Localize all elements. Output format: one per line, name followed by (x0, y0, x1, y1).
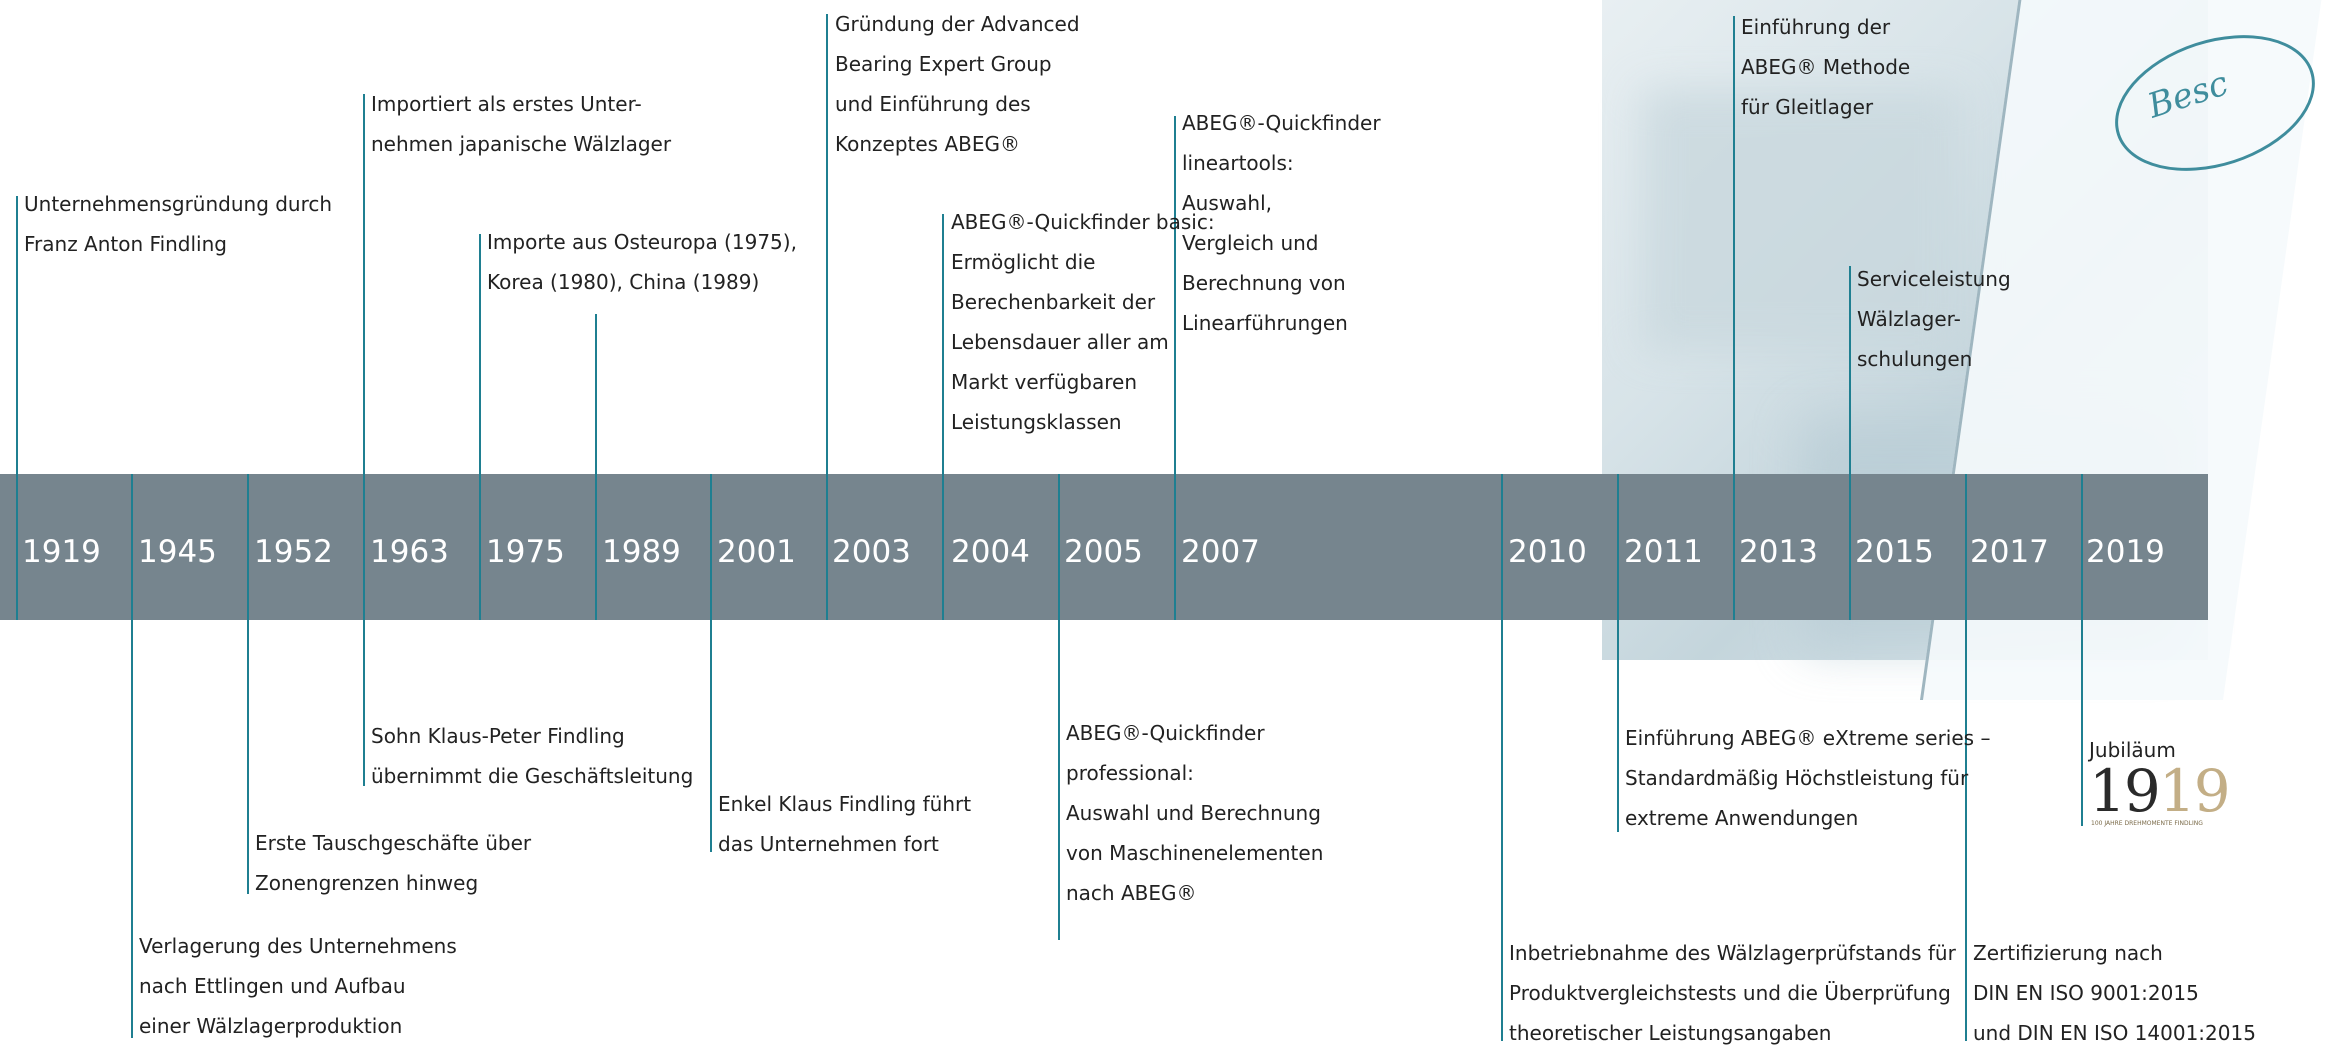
event-1945: Verlagerung des Unternehmens nach Ettlin… (139, 934, 457, 1038)
event-2001: Enkel Klaus Findling führt das Unternehm… (718, 792, 972, 856)
event-2004: ABEG®-Quickfinder basic: Ermöglicht die … (951, 210, 1215, 434)
event-2019: Jubiläum (2089, 738, 2176, 762)
timeline-band (0, 474, 2208, 620)
connector-1945 (131, 474, 133, 1038)
connector-2019 (2081, 474, 2083, 826)
year-2005: 2005 (1064, 534, 1143, 570)
event-1963-import: Importiert als erstes Unter- nehmen japa… (371, 92, 672, 156)
year-1963: 1963 (370, 534, 449, 570)
connector-2013 (1733, 16, 1735, 620)
event-2013: Einführung der ABEG® Methode für Gleitla… (1741, 15, 1911, 119)
logo-digits-light: 19 (2158, 757, 2231, 825)
event-1975-import: Importe aus Osteuropa (1975), Korea (198… (487, 230, 797, 294)
year-2003: 2003 (832, 534, 911, 570)
event-1963-management: Sohn Klaus-Peter Findling übernimmt die … (371, 724, 694, 788)
event-2015: Serviceleistung Wälzlager- schulungen (1857, 267, 2011, 371)
anniversary-logo: 1919 100 JAHRE DREHMOMENTE FINDLING (2085, 757, 2231, 830)
year-1952: 1952 (254, 534, 333, 570)
logo-digits-dark: 19 (2089, 757, 2161, 825)
logo-tagline: 100 JAHRE DREHMOMENTE FINDLING (2091, 820, 2203, 827)
year-2010: 2010 (1508, 534, 1587, 570)
connector-2003 (826, 14, 828, 620)
connector-2015 (1849, 266, 1851, 620)
event-2011: Einführung ABEG® eXtreme series – Standa… (1625, 726, 1991, 830)
year-2007: 2007 (1181, 534, 1260, 570)
connector-2017 (1965, 474, 1967, 1041)
year-2004: 2004 (951, 534, 1030, 570)
event-2005: ABEG®-Quickfinder professional: Auswahl … (1066, 721, 1324, 905)
year-1975: 1975 (486, 534, 565, 570)
connector-1963 (363, 94, 365, 786)
year-1919: 1919 (22, 534, 101, 570)
connector-1975 (479, 234, 481, 620)
connector-2004 (942, 214, 944, 620)
connector-1919 (16, 196, 18, 620)
connector-2001 (710, 474, 712, 852)
event-2010: Inbetriebnahme des Wälzlagerprüfstands f… (1509, 941, 1956, 1045)
year-2013: 2013 (1739, 534, 1818, 570)
event-2017: Zertifizierung nach DIN EN ISO 9001:2015… (1973, 941, 2256, 1045)
event-1919: Unternehmensgründung durch Franz Anton F… (24, 192, 333, 256)
connector-1989 (595, 314, 597, 620)
connector-2011 (1617, 474, 1619, 832)
event-2007: ABEG®-Quickfinder lineartools: Auswahl, … (1182, 111, 1381, 335)
year-2001: 2001 (717, 534, 796, 570)
connector-2010 (1501, 474, 1503, 1041)
year-1945: 1945 (138, 534, 217, 570)
year-2011: 2011 (1624, 534, 1703, 570)
year-2019: 2019 (2086, 534, 2165, 570)
event-1952: Erste Tauschgeschäfte über Zonengrenzen … (255, 831, 532, 895)
connector-2007 (1174, 116, 1176, 620)
year-2017: 2017 (1970, 534, 2049, 570)
year-1989: 1989 (602, 534, 681, 570)
connector-1952 (247, 474, 249, 894)
year-2015: 2015 (1855, 534, 1934, 570)
event-2003: Gründung der Advanced Bearing Expert Gro… (835, 12, 1080, 156)
connector-2005 (1058, 474, 1060, 940)
